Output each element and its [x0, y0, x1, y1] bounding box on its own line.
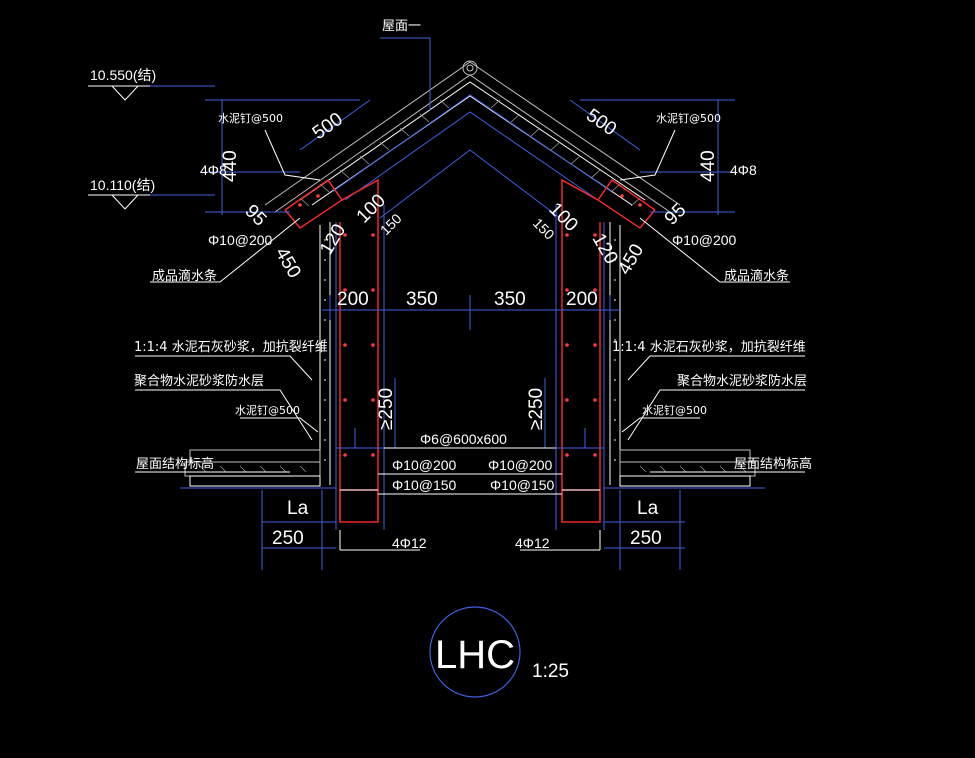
dim-stirrup-left: Φ10@200 [208, 232, 273, 248]
label-nail-left-low: 水泥钉@500 [235, 404, 300, 417]
dim-bars12-right: 4Φ12 [515, 535, 550, 551]
label-mortar-right: 1:1:4 水泥石灰砂浆，加抗裂纤维 [612, 340, 806, 355]
label-roof-struct-right: 屋面结构标高 [734, 456, 812, 472]
dim-350-left: 350 [406, 289, 438, 310]
dim-200-right: 200 [566, 289, 598, 310]
label-waterproof-left: 聚合物水泥砂浆防水层 [134, 373, 264, 389]
dim-slab-right: 500 [582, 105, 620, 140]
elevation-mid: 10.110(结) [90, 177, 155, 193]
elevation-top: 10.550(结) [90, 67, 156, 83]
tile-hatch [299, 99, 641, 207]
dim-250-left: 250 [272, 528, 304, 549]
dim-slab-left: 500 [309, 109, 347, 144]
dim-mesh: Φ6@600x600 [420, 431, 507, 447]
roof-slabs [180, 449, 765, 489]
dim-b200-left: Φ10@200 [392, 457, 457, 473]
title-block: LHC 1:25 [429, 606, 569, 698]
title-scale: 1:25 [532, 661, 569, 682]
dimension-lines [88, 37, 805, 570]
dim-h-right: 440 [698, 150, 719, 182]
dim-bar-left: 4Φ8 [200, 162, 227, 178]
dim-la-left: La [287, 498, 309, 519]
dim-450-right: 450 [614, 241, 648, 279]
dim-350-right: 350 [494, 289, 526, 310]
label-nail-right-low: 水泥钉@500 [642, 404, 707, 417]
label-mortar-left: 1:1:4 水泥石灰砂浆，加抗裂纤维 [134, 340, 328, 355]
dim-stirrup-right: Φ10@200 [672, 232, 737, 248]
dim-b150-right: Φ10@150 [490, 477, 555, 493]
label-drip-left: 成品滴水条 [152, 268, 217, 284]
dim-la-right: La [637, 498, 659, 519]
dim-b200-right: Φ10@200 [488, 457, 553, 473]
dim-95-right: 95 [661, 200, 691, 230]
dim-ge250-right: ≥250 [526, 388, 547, 430]
label-nail-left: 水泥钉@500 [218, 112, 283, 125]
dim-120-left: 120 [316, 221, 350, 259]
label-waterproof-right: 聚合物水泥砂浆防水层 [677, 373, 807, 389]
dim-h-left: 440 [220, 150, 241, 182]
dim-bar-right: 4Φ8 [730, 162, 757, 178]
label-nail-right: 水泥钉@500 [656, 112, 721, 125]
dim-95-left: 95 [240, 201, 270, 231]
title-circle [429, 606, 521, 698]
dim-250-right: 250 [630, 528, 662, 549]
label-drip-right: 成品滴水条 [724, 268, 789, 284]
label-roof-struct-left: 屋面结构标高 [136, 456, 214, 472]
dim-450-left: 450 [271, 244, 305, 282]
title-code: LHC [435, 633, 515, 677]
dim-bars12-left: 4Φ12 [392, 535, 427, 551]
right-wall [555, 178, 656, 530]
dim-150-left: 150 [377, 210, 405, 238]
left-wall [284, 178, 385, 530]
label-roof: 屋面一 [382, 19, 421, 34]
dim-200-left: 200 [337, 289, 369, 310]
roof-ridge [264, 60, 681, 219]
dim-b150-left: Φ10@150 [392, 477, 457, 493]
annotations: 屋面一 10.550(结) 10.110(结) 水泥钉@500 水泥钉@500 … [90, 19, 812, 551]
dim-ge250-left: ≥250 [376, 388, 397, 430]
